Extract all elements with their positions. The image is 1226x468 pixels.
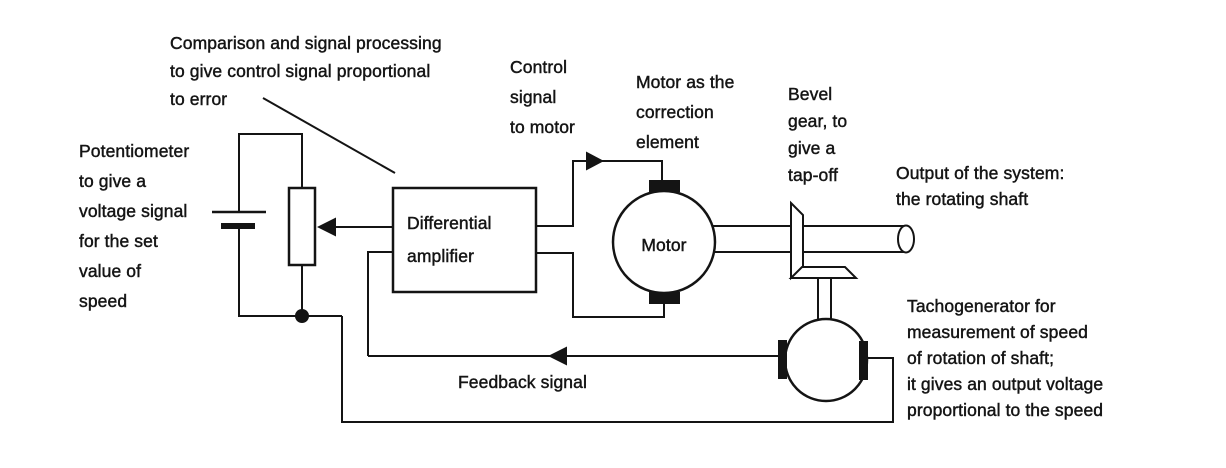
potentiometer-label: Potentiometer to give a voltage signal f… (79, 136, 190, 316)
bevel-gear-label: Bevel gear, to give a tap-off (788, 81, 848, 189)
label-line: Potentiometer (79, 141, 190, 161)
label-line: Comparison and signal processing (170, 33, 442, 53)
label-line: signal (510, 87, 557, 107)
label-line: give a (788, 138, 836, 158)
label-line: correction (636, 102, 714, 122)
ground-return-path (341, 316, 894, 423)
system-output-label: Output of the system: the rotating shaft (896, 160, 1065, 212)
label-line: Output of the system: (896, 163, 1065, 183)
label-line: amplifier (407, 246, 475, 266)
tachogenerator-circle (783, 317, 869, 403)
motor-bottom-brush-icon (649, 292, 680, 304)
junction-dot (295, 309, 309, 323)
label-line: speed (79, 291, 128, 311)
label-line: value of (79, 261, 142, 281)
label-line: Bevel (788, 84, 833, 104)
comparison-label: Comparison and signal processing to give… (170, 29, 442, 113)
tacho-right-brush-icon (859, 341, 868, 380)
wiper-arrowhead-icon (317, 217, 336, 237)
bevel-gear-horizontal-icon (788, 266, 859, 279)
label-line: Differential (407, 213, 492, 233)
feedback-input-riser (367, 251, 393, 356)
potentiometer-symbol (287, 186, 317, 267)
label-line: tap-off (788, 165, 838, 185)
label-line: gear, to (788, 111, 848, 131)
feedback-arrowhead-icon (548, 346, 567, 366)
control-arrowhead-icon (586, 151, 604, 171)
label-line: the rotating shaft (896, 189, 1029, 209)
label-line: voltage signal (79, 201, 188, 221)
label-line: to motor (510, 117, 575, 137)
label-line: of rotation of shaft; (907, 348, 1055, 368)
tacho-left-brush-icon (778, 340, 787, 379)
amplifier-box (391, 186, 538, 294)
motor-role-label: Motor as the correction element (636, 67, 735, 157)
amplifier-box-label: Differential amplifier (407, 207, 492, 273)
control-signal-label: Control signal to motor (510, 52, 575, 142)
output-shaft-end-cap (897, 224, 915, 254)
annotation-pointer-line (262, 97, 396, 174)
tachogenerator-label: Tachogenerator for measurement of speed … (907, 293, 1104, 423)
label-line: proportional to the speed (907, 400, 1104, 420)
label-line: Control (510, 57, 568, 77)
label-line: to error (170, 89, 228, 109)
motor-circle-label: Motor (641, 235, 687, 255)
label-line: to give control signal proportional (170, 61, 431, 81)
motor-top-brush-icon (649, 180, 680, 192)
motor-return-path (536, 252, 665, 318)
label-line: measurement of speed (907, 322, 1088, 342)
control-signal-path (536, 160, 663, 227)
label-line: element (636, 132, 699, 152)
label-line: to give a (79, 171, 147, 191)
label-line: it gives an output voltage (907, 374, 1104, 394)
feedback-signal-label: Feedback signal (458, 372, 587, 392)
label-line: Tachogenerator for (907, 296, 1056, 316)
label-line: Motor as the (636, 72, 735, 92)
label-line: for the set (79, 231, 158, 251)
battery-top-wire (238, 133, 303, 211)
